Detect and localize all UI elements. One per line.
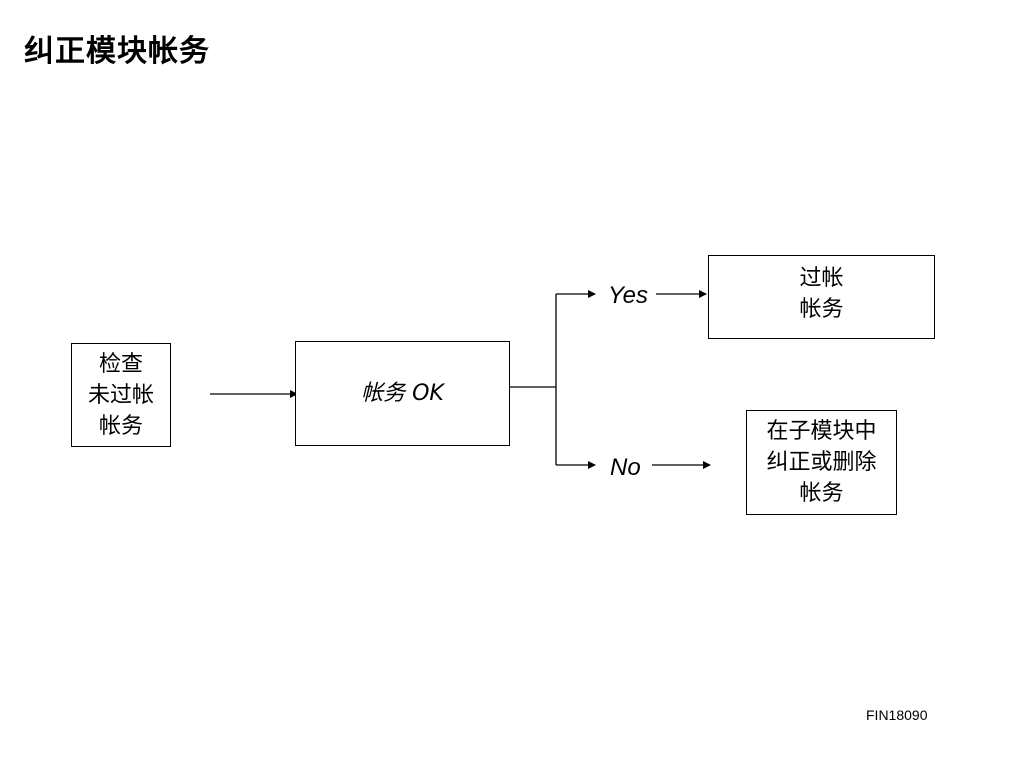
- post-transactions-line: 过帐: [799, 266, 844, 291]
- correct-or-delete-line: 帐务: [799, 481, 844, 506]
- check-unposted-box: 检查 未过帐 帐务: [71, 343, 171, 447]
- slide-title: 纠正模块帐务: [24, 34, 210, 69]
- slide-footer-code: FIN18090: [866, 707, 928, 723]
- check-unposted-line: 未过帐: [87, 382, 154, 408]
- post-transactions-box: 过帐 帐务: [708, 255, 935, 339]
- yes-label: Yes: [608, 282, 649, 309]
- transactions-ok-decision-box: 帐务 OK: [295, 341, 510, 446]
- check-unposted-line: 帐务: [98, 413, 143, 439]
- check-unposted-line: 检查: [98, 351, 143, 377]
- correct-or-delete-line: 在子模块中: [766, 419, 877, 444]
- correct-or-delete-line: 纠正或删除: [766, 450, 877, 475]
- post-transactions-line: 帐务: [799, 297, 844, 322]
- no-label: No: [610, 454, 641, 481]
- decision-label: 帐务 OK: [361, 381, 444, 406]
- correct-or-delete-box: 在子模块中 纠正或删除 帐务: [746, 410, 897, 515]
